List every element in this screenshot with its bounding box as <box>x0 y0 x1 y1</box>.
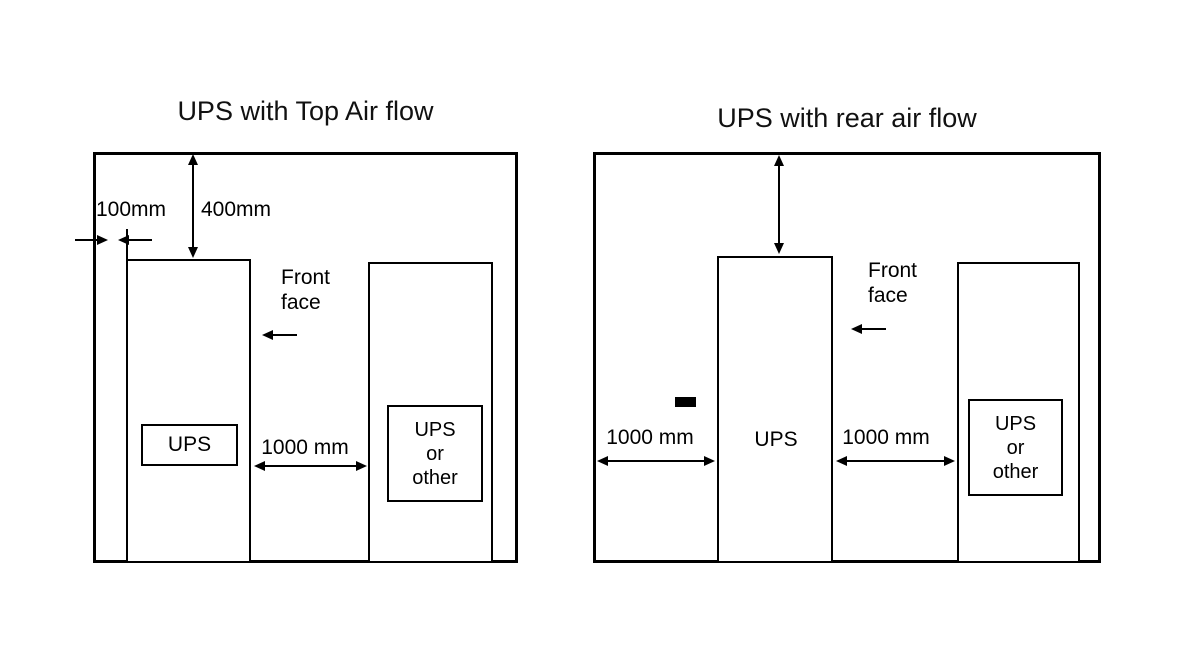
right-aisle-right-label: 1000 mm <box>842 426 930 449</box>
rear-exhaust-marker <box>675 397 696 407</box>
dimension-line <box>607 460 704 462</box>
left-front-face-label: Front face <box>281 266 331 314</box>
arrowhead-left <box>836 456 847 466</box>
arrowhead-right <box>704 456 715 466</box>
arrowhead-up <box>774 155 784 166</box>
right-front-face-label: Front face <box>868 259 918 307</box>
right-ups-cabinet <box>717 256 833 563</box>
left-adjacent-label-box: UPS or other <box>387 405 483 502</box>
arrowhead-left <box>262 330 273 340</box>
right-aisle-left-label: 1000 mm <box>606 426 694 449</box>
arrowhead-right <box>356 461 367 471</box>
arrow-line <box>861 328 886 330</box>
arrowhead-left <box>254 461 265 471</box>
left-ups-cabinet <box>126 259 251 563</box>
left-diagram-title: UPS with Top Air flow <box>177 96 434 126</box>
dimension-line <box>75 239 100 241</box>
dimension-line <box>127 239 152 241</box>
left-ups-label-box: UPS <box>141 424 238 466</box>
arrow-line <box>272 334 297 336</box>
left-side-clearance-label: 100mm <box>96 198 167 221</box>
dimension-line <box>778 161 780 245</box>
arrowhead-right <box>944 456 955 466</box>
left-top-clearance-label: 400mm <box>201 198 272 221</box>
arrowhead-left <box>118 235 129 245</box>
arrowhead-up <box>188 154 198 165</box>
arrowhead-right <box>97 235 108 245</box>
right-adjacent-label-box: UPS or other <box>968 399 1063 496</box>
left-cabinet-extension-line <box>126 229 128 261</box>
dimension-line <box>264 465 356 467</box>
left-aisle-label: 1000 mm <box>261 436 349 459</box>
arrowhead-down <box>188 247 198 258</box>
arrowhead-left <box>597 456 608 466</box>
arrowhead-down <box>774 243 784 254</box>
dimension-line <box>192 160 194 250</box>
dimension-line <box>846 460 944 462</box>
right-diagram-title: UPS with rear air flow <box>717 103 977 133</box>
arrowhead-left <box>851 324 862 334</box>
right-ups-label: UPS <box>754 428 798 451</box>
